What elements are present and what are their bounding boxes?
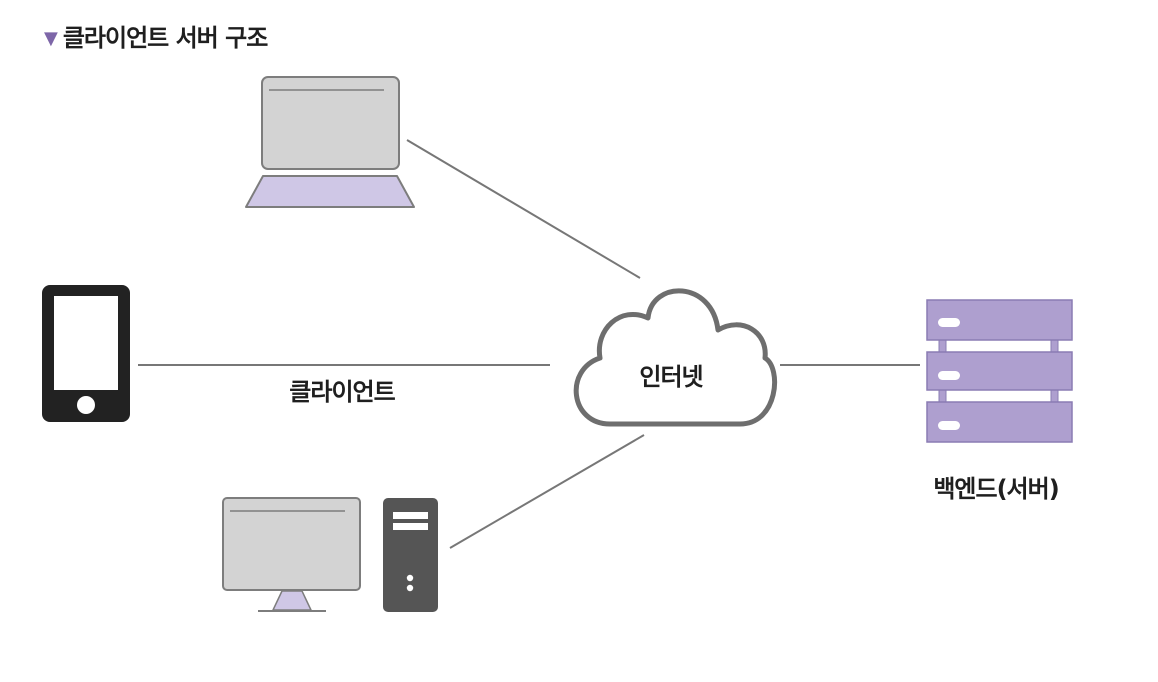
server-unit <box>926 299 1073 341</box>
backend-label: 백엔드(서버) <box>933 475 1058 503</box>
server-rack-icon <box>926 299 1073 443</box>
connection-desktop-internet <box>449 434 645 549</box>
connection-lines <box>138 139 920 549</box>
triangle-marker-icon: ▼ <box>44 28 58 49</box>
cloud-icon <box>573 288 778 427</box>
desktop-monitor-icon <box>222 497 361 612</box>
diagram-title-text: 클라이언트 서버 구조 <box>62 24 268 52</box>
diagram-title: ▼클라이언트 서버 구조 <box>44 18 268 53</box>
connection-laptop-internet <box>406 139 641 279</box>
server-indicator <box>938 371 960 380</box>
smartphone-icon <box>42 285 130 422</box>
server-unit <box>926 401 1073 443</box>
client-label: 클라이언트 <box>289 378 395 406</box>
server-indicator <box>938 318 960 327</box>
laptop-icon <box>245 76 415 208</box>
server-indicator <box>938 421 960 430</box>
pc-tower-icon <box>383 498 438 612</box>
server-unit <box>926 351 1073 391</box>
internet-label: 인터넷 <box>639 363 703 391</box>
